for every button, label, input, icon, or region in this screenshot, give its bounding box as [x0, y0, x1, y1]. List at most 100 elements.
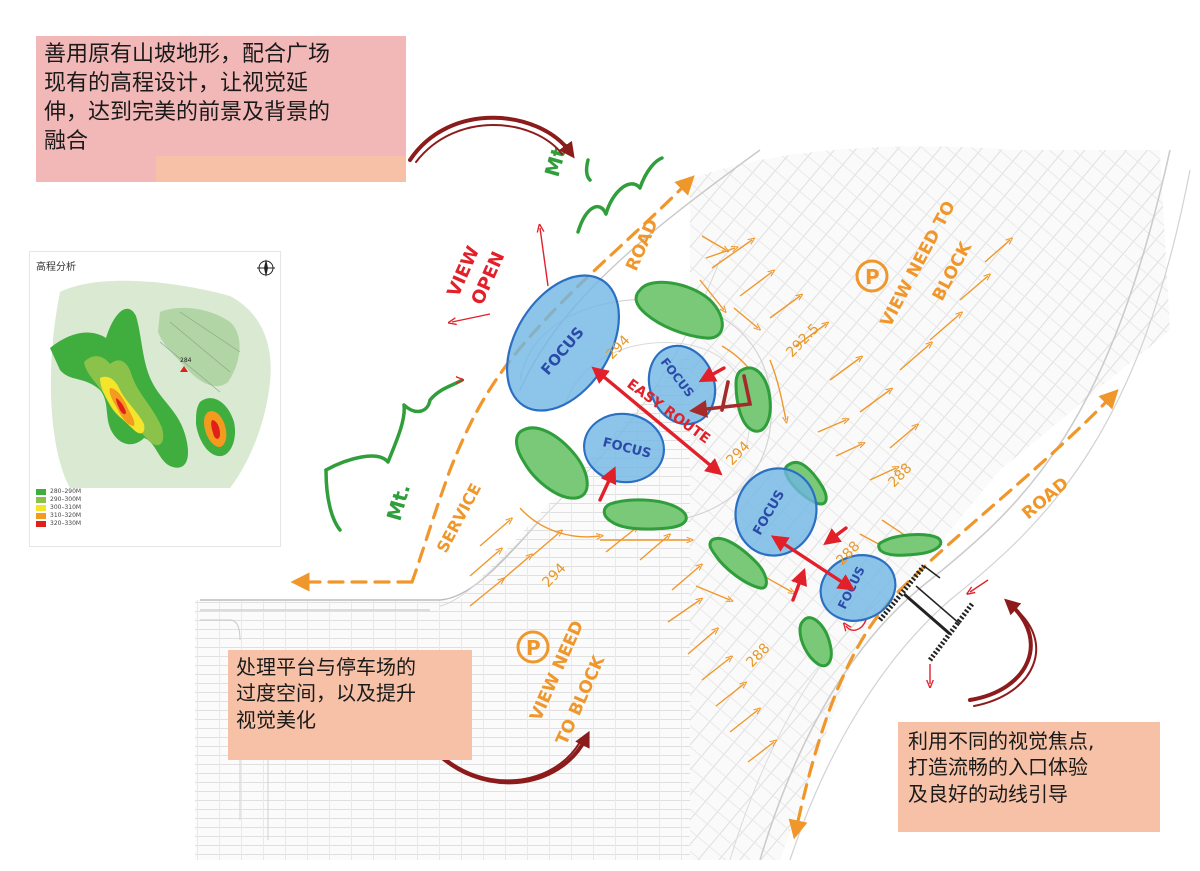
flow-arrow [959, 276, 988, 301]
callout-arrow-bottom-right-inner [973, 607, 1038, 707]
planting-area [634, 280, 724, 340]
note-line: 善用原有山坡地形，配合广场 [44, 42, 331, 67]
view-open-arrow [452, 313, 491, 322]
mountain-label-left: Mt. [382, 481, 415, 523]
view-open-arrows [452, 228, 989, 684]
road-line-upper-left [410, 175, 695, 584]
flow-arrow [701, 235, 726, 250]
flow-arrow [769, 359, 786, 420]
mountain-peak-mark [584, 158, 592, 182]
elevation-map: 284 [50, 259, 275, 488]
callout-arrows [408, 115, 1038, 785]
planting-area [515, 426, 589, 500]
flow-arrow [739, 272, 772, 297]
flow-arrow [469, 580, 502, 607]
sight-arrows [591, 366, 856, 602]
legend-label: 320–330M [50, 520, 82, 527]
view-arrow [791, 568, 807, 602]
legend-label: 280–290M [50, 488, 82, 495]
inset-marker-label: 284 [180, 357, 192, 364]
mountain-ridge-left [324, 378, 464, 472]
parking-icon [855, 259, 889, 293]
flow-arrow [501, 556, 530, 581]
gate-beam [903, 592, 951, 636]
flow-arrow [984, 240, 1010, 263]
service-label: SERVICE [433, 480, 485, 556]
callout-arrow-bottom-right [968, 598, 1033, 702]
note-line: 视觉美化 [236, 707, 316, 732]
view-open-arrow [540, 228, 549, 287]
legend-swatch [36, 489, 46, 495]
angle-arrow-stem [720, 380, 730, 412]
road-line-right [788, 389, 1119, 840]
note-line: 伸，达到完美的前景及背景的 [44, 100, 331, 126]
flow-arrow [667, 600, 700, 623]
flow-arrow [671, 566, 700, 591]
north-arrow-icon [257, 259, 275, 277]
legend-label: 290–300M [50, 496, 82, 503]
flow-arrow [715, 684, 744, 707]
note-line: 融合 [44, 129, 89, 155]
view-open-arrow [970, 579, 989, 592]
easy-route-arrow [591, 366, 723, 476]
view-arrow [598, 466, 617, 502]
mountain-ridge-top [576, 156, 664, 234]
callout-arrow-top [408, 115, 575, 162]
legend-item: 300–310M [36, 504, 81, 512]
legend-swatch [36, 513, 46, 519]
flow-arrow [795, 324, 826, 347]
planting-area [708, 537, 768, 590]
flow-arrow [899, 344, 930, 371]
flow-arrow [769, 296, 800, 319]
flow-arrow [687, 630, 716, 655]
view-arrow [823, 526, 848, 546]
note-line: 及良好的动线引导 [908, 781, 1068, 806]
flow-arrow [733, 307, 758, 328]
elevation-analysis-inset: 高程分析 284 280–290M 290–300M 300–310M [30, 252, 280, 546]
gate-beam [915, 585, 961, 625]
legend-item: 310–320M [36, 512, 81, 520]
callout-arrow-middle-inner [437, 741, 581, 782]
parking-icon-label: P [526, 636, 541, 660]
mountain-label-top: Mt. [540, 137, 573, 179]
note-transition: 处理平台与停车场的 过度空间，以及提升 视觉美化 [228, 650, 472, 760]
entrance-gate [878, 564, 974, 662]
flow-arrow [817, 420, 846, 433]
planting-area [798, 616, 833, 668]
note-line: 打造流畅的入口体验 [908, 755, 1088, 780]
callout-arrow-top-inner [415, 124, 563, 163]
road-label-right: ROAD [1018, 474, 1072, 524]
flow-arrow [479, 520, 510, 547]
inset-title: 高程分析 [36, 262, 76, 273]
flow-arrow [705, 248, 735, 259]
note-line: 利用不同的视觉焦点, [908, 729, 1095, 753]
gate-post [923, 565, 941, 579]
view-open-arrow [846, 619, 867, 630]
note-focus-points: 利用不同的视觉焦点, 打造流畅的入口体验 及良好的动线引导 [898, 722, 1160, 832]
legend-item: 280–290M [36, 488, 81, 496]
flow-arrow [929, 314, 960, 341]
flow-arrow-curved [519, 507, 600, 537]
legend-item: 320–330M [36, 520, 81, 528]
flow-arrow [711, 240, 752, 269]
legend-label: 310–320M [50, 512, 82, 519]
flow-arrow [701, 658, 730, 681]
road-label-top: ROAD [622, 216, 662, 274]
note-line: 过度空间，以及提升 [236, 681, 416, 706]
angle-arrows [689, 374, 753, 418]
parking-icon [516, 630, 550, 664]
note-line: 处理平台与停车场的 [236, 655, 416, 679]
planting-area [602, 498, 688, 531]
view-arrow [698, 366, 726, 383]
flow-arrow [829, 358, 860, 381]
parking-markers: P P [516, 259, 889, 664]
legend-swatch [36, 521, 46, 527]
flow-arrow [531, 532, 560, 557]
flow-arrow [869, 468, 896, 481]
flow-arrow [859, 390, 890, 413]
parking-icon-label: P [865, 265, 880, 289]
flow-arrow [469, 550, 500, 577]
note-line: 现有的高程设计，让视觉延 [44, 71, 309, 97]
